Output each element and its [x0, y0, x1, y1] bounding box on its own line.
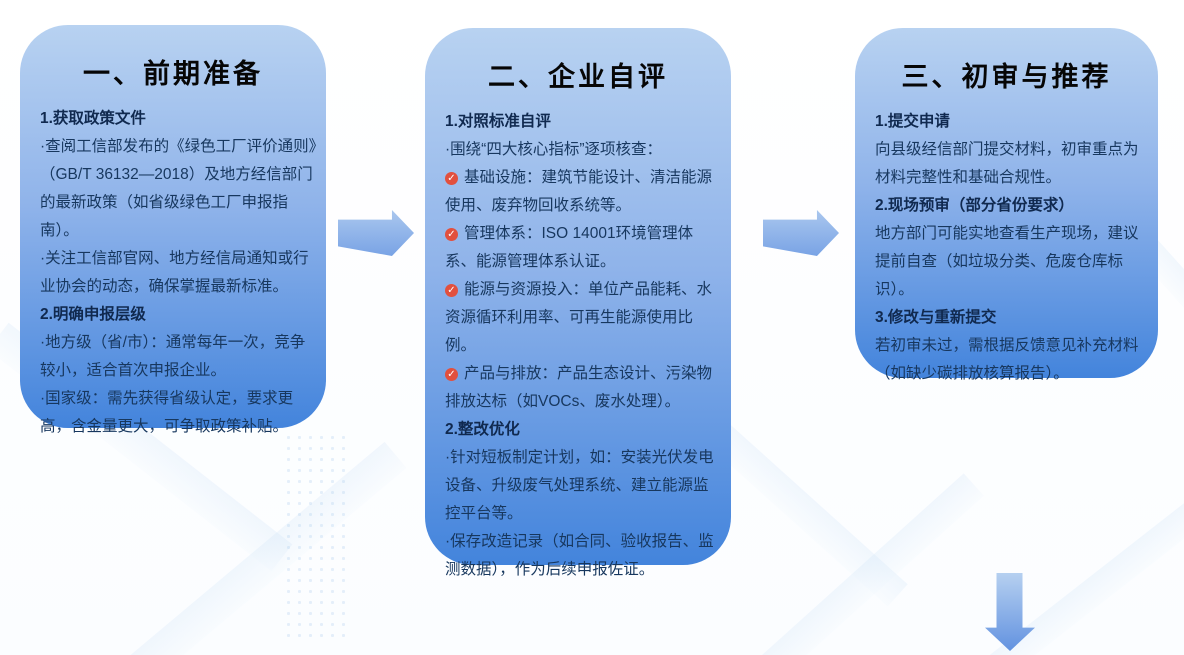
stage-body: 1.对照标准自评 ·围绕“四大核心指标”逐项核查： ✓基础设施：建筑节能设计、清… — [425, 108, 731, 584]
stage-title: 二、企业自评 — [488, 62, 668, 92]
stage-body: 1.提交申请 向县级经信部门提交材料，初审重点为材料完整性和基础合规性。 2.现… — [855, 108, 1158, 388]
stage-title: 一、前期准备 — [83, 59, 263, 89]
checklist-item-text: 管理体系：ISO 14001环境管理体系、能源管理体系认证。 — [445, 225, 694, 270]
check-circle-icon: ✓ — [445, 284, 458, 297]
section-heading: 1.获取政策文件 — [40, 110, 146, 127]
section-heading: 3.修改与重新提交 — [875, 309, 997, 326]
background-diagonal-band — [926, 501, 1184, 655]
checklist-item: ✓基础设施：建筑节能设计、清洁能源使用、废弃物回收系统等。 — [445, 164, 723, 220]
stage-box-self-assessment: 二、企业自评 1.对照标准自评 ·围绕“四大核心指标”逐项核查： ✓基础设施：建… — [425, 28, 731, 578]
down-arrow-icon — [985, 573, 1035, 651]
checklist-item-text: 基础设施：建筑节能设计、清洁能源使用、废弃物回收系统等。 — [445, 169, 713, 214]
bullet-item: ·国家级：需先获得省级认定，要求更高，含金量更大，可争取政策补贴。 — [40, 390, 294, 435]
bullet-item: ·关注工信部官网、地方经信局通知或行业协会的动态，确保掌握最新标准。 — [40, 250, 309, 295]
stage-box-review-recommendation: 三、初审与推荐 1.提交申请 向县级经信部门提交材料，初审重点为材料完整性和基础… — [855, 28, 1158, 382]
background-diagonal-band — [93, 441, 407, 655]
section-heading: 2.明确申报层级 — [40, 306, 146, 323]
bullet-item: ·地方级（省/市）：通常每年一次，竞争较小，适合首次申报企业。 — [40, 334, 306, 379]
checklist-item: ✓能源与资源投入：单位产品能耗、水资源循环利用率、可再生能源使用比例。 — [445, 276, 723, 360]
checklist-item: ✓管理体系：ISO 14001环境管理体系、能源管理体系认证。 — [445, 220, 723, 276]
checklist-item-text: 能源与资源投入：单位产品能耗、水资源循环利用率、可再生能源使用比例。 — [445, 281, 713, 354]
bullet-item: ·保存改造记录（如合同、验收报告、监测数据），作为后续申报佐证。 — [445, 533, 714, 578]
background-diagonal-band — [696, 473, 984, 655]
section-heading: 2.整改优化 — [445, 421, 520, 438]
check-circle-icon: ✓ — [445, 172, 458, 185]
bullet-item: ·查阅工信部发布的《绿色工厂评价通则》（GB/T 36132—2018）及地方经… — [40, 138, 317, 239]
body-text: 向县级经信部门提交材料，初审重点为材料完整性和基础合规性。 — [875, 141, 1139, 186]
section-heading: 2.现场预审（部分省份要求） — [875, 197, 1074, 214]
body-text: 若初审未过，需根据反馈意见补充材料（如缺少碳排放核算报告）。 — [875, 337, 1139, 382]
body-text: 地方部门可能实地查看生产现场，建议提前自查（如垃圾分类、危废仓库标识）。 — [875, 225, 1139, 298]
checklist-item-text: 产品与排放：产品生态设计、污染物排放达标（如VOCs、废水处理）。 — [445, 365, 713, 410]
section-heading: 1.提交申请 — [875, 113, 950, 130]
bullet-item: ·围绕“四大核心指标”逐项核查： — [445, 141, 662, 158]
background-dot-pattern — [283, 432, 351, 637]
stage-title: 三、初审与推荐 — [901, 62, 1112, 92]
stage-body: 1.获取政策文件 ·查阅工信部发布的《绿色工厂评价通则》（GB/T 36132—… — [20, 105, 326, 441]
right-arrow-icon — [338, 210, 414, 256]
right-arrow-icon — [763, 210, 839, 256]
bullet-item: ·针对短板制定计划，如：安装光伏发电设备、升级废气处理系统、建立能源监控平台等。 — [445, 449, 714, 522]
check-circle-icon: ✓ — [445, 228, 458, 241]
section-heading: 1.对照标准自评 — [445, 113, 551, 130]
stage-box-preparation: 一、前期准备 1.获取政策文件 ·查阅工信部发布的《绿色工厂评价通则》（GB/T… — [20, 25, 326, 435]
check-circle-icon: ✓ — [445, 368, 458, 381]
checklist-item: ✓产品与排放：产品生态设计、污染物排放达标（如VOCs、废水处理）。 — [445, 360, 723, 416]
